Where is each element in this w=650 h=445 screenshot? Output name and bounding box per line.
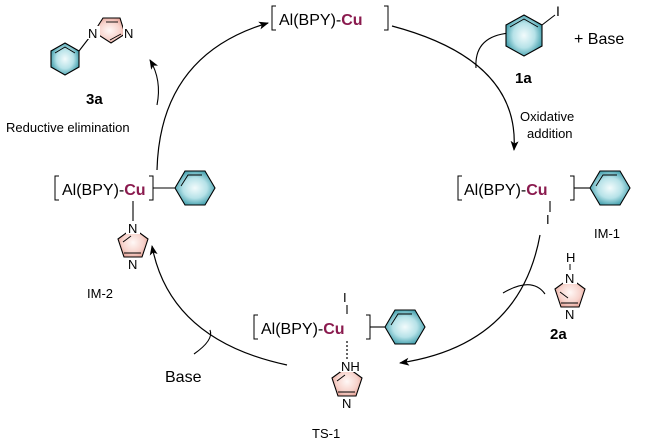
svg-text:Al(BPY)-Cu: Al(BPY)-Cu: [62, 182, 146, 199]
svg-text:Al(BPY)-Cu: Al(BPY)-Cu: [464, 182, 548, 199]
ts1-n3: N: [342, 396, 351, 411]
benzene-ring-im1: [589, 170, 631, 206]
product-3a-arrow: [149, 59, 159, 106]
ts1-nh: NH: [341, 359, 360, 374]
imidazole-ring-ts1: [331, 366, 363, 397]
product-3a-n1: N: [88, 26, 97, 41]
reagent-1a-plus-base: + Base: [574, 31, 624, 48]
oxidative-addition-line2: addition: [527, 126, 573, 141]
imidazole-ring-3a: [93, 17, 126, 44]
ts1-prefix: Al(BPY)-: [261, 321, 323, 338]
intermediate-im1: Al(BPY)-Cu I IM-1: [457, 170, 631, 241]
im2-cu: Cu: [124, 182, 145, 199]
ts1-label: TS-1: [312, 426, 340, 441]
ts1-cu: Cu: [323, 321, 344, 338]
arrow-im1-to-ts1: [399, 234, 541, 366]
top-catalyst-cu: Cu: [341, 12, 362, 29]
arrow-ts1-to-im2: [149, 245, 288, 366]
intermediate-im2: Al(BPY)-Cu N N IM-2: [54, 170, 216, 301]
reductive-elimination-label: Reductive elimination: [6, 120, 130, 135]
im1-prefix: Al(BPY)-: [464, 182, 526, 199]
top-catalyst: Al(BPY)-Cu: [271, 5, 389, 31]
benzene-ring-ts1: [384, 309, 426, 345]
im2-n1: N: [128, 221, 137, 236]
top-catalyst-prefix: Al(BPY)-: [279, 12, 341, 29]
reagent-2a-n3: N: [565, 307, 574, 322]
imidazole-ring-im2: [117, 227, 149, 258]
svg-text:Al(BPY)-Cu: Al(BPY)-Cu: [261, 321, 345, 338]
base-curve: [193, 329, 212, 355]
im1-iodo: I: [546, 212, 550, 227]
base-label: Base: [165, 369, 202, 386]
reagent-2a-curve: [502, 284, 546, 295]
ts1-iodo: I: [343, 290, 347, 305]
im2-prefix: Al(BPY)-: [62, 182, 124, 199]
svg-text:Al(BPY)-Cu: Al(BPY)-Cu: [279, 12, 363, 29]
branch-arrows: [149, 32, 546, 355]
cycle-arrows: [149, 21, 541, 366]
benzene-ring-1a: [505, 14, 543, 57]
product-3a: N N 3a: [50, 17, 136, 108]
reagent-1a-iodo: I: [556, 3, 560, 19]
reagent-2a-label: 2a: [550, 326, 567, 343]
im2-label: IM-2: [87, 286, 113, 301]
arrow-im2-to-top: [156, 21, 269, 171]
reagent-1a-curve: [475, 32, 511, 69]
reagent-2a-h: H: [566, 250, 575, 265]
im2-n3: N: [128, 257, 137, 272]
im1-label: IM-1: [594, 226, 620, 241]
im1-cu: Cu: [526, 182, 547, 199]
benzene-ring-im2: [174, 170, 216, 206]
reagent-2a-n1: N: [565, 271, 574, 286]
reagent-2a: N H N 2a: [550, 250, 586, 343]
product-3a-label: 3a: [86, 91, 103, 108]
arrow-top-to-im1: [391, 25, 519, 151]
imidazole-ring-2a: [554, 277, 586, 308]
transition-state-ts1: I Al(BPY)-Cu NH N TS-1: [253, 290, 426, 441]
reagent-1a-label: 1a: [515, 70, 532, 87]
benzene-ring-3a: [50, 42, 80, 76]
reagent-1a: I + Base 1a: [505, 3, 624, 87]
product-3a-n3: N: [124, 26, 133, 41]
oxidative-addition-line1: Oxidative: [520, 109, 574, 124]
